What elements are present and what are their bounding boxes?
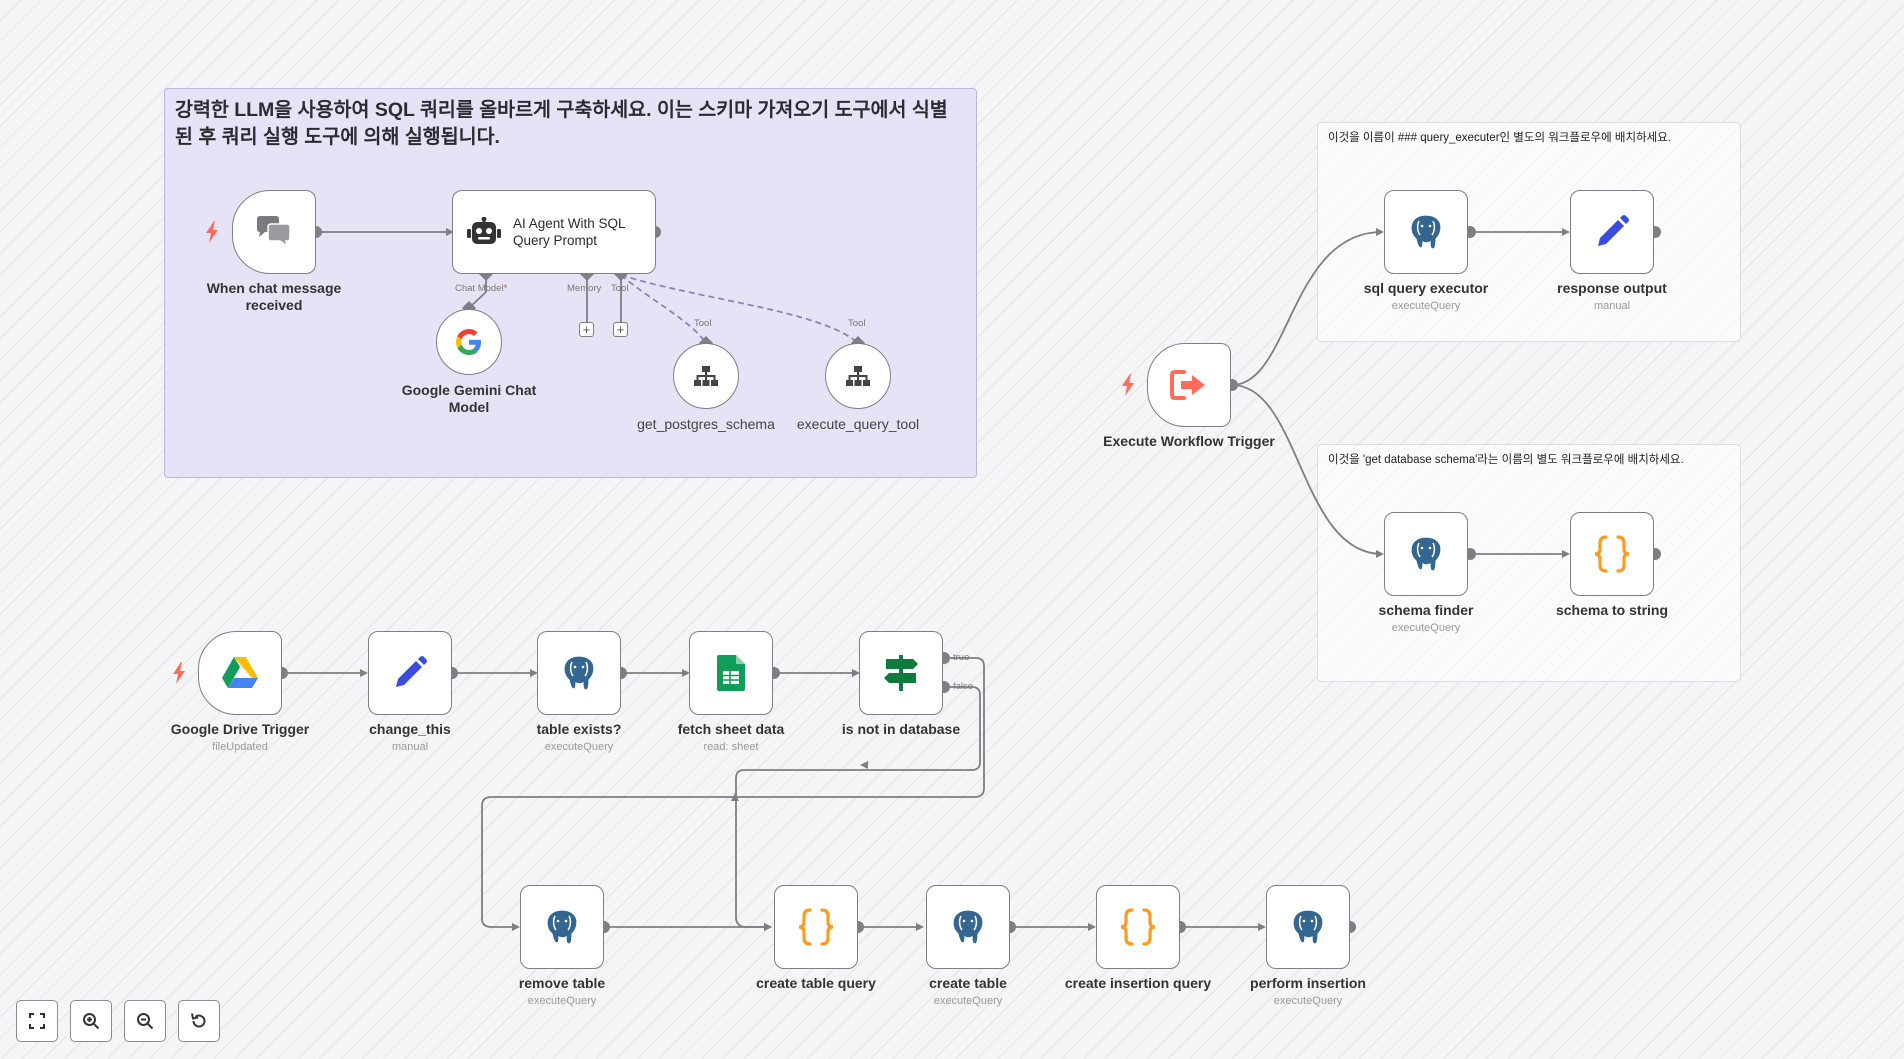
node-label: Google Gemini Chat Model <box>401 382 537 415</box>
node-subtitle: executeQuery <box>933 995 1003 1007</box>
node-fetch-sheet-data[interactable] <box>689 631 773 715</box>
node-create-table[interactable] <box>926 885 1010 969</box>
fit-view-icon <box>29 1013 45 1029</box>
zoom-out-icon <box>137 1013 154 1030</box>
postgres-elephant-icon <box>1292 909 1324 945</box>
node-subtitle: fileUpdated <box>212 741 268 753</box>
node-table-exists[interactable] <box>537 631 621 715</box>
node-get-postgres-schema[interactable] <box>673 343 739 409</box>
node-subtitle: executeQuery <box>1391 300 1461 312</box>
pencil-icon <box>396 656 427 687</box>
port-label-true: true <box>953 652 970 663</box>
node-subtitle: executeQuery <box>527 995 597 1007</box>
node-remove-table[interactable] <box>520 885 604 969</box>
code-braces-icon <box>798 908 834 946</box>
zoom-in-button[interactable] <box>70 1000 112 1042</box>
node-label: AI Agent With SQL Query Prompt <box>513 216 626 248</box>
postgres-elephant-icon <box>952 909 984 945</box>
port-label-tool-a: Tool <box>694 318 712 329</box>
node-subtitle: manual <box>391 741 429 753</box>
chat-bubbles-icon <box>257 216 291 248</box>
node-subtitle: manual <box>1593 300 1631 312</box>
node-label: schema finder <box>1378 602 1474 618</box>
google-sheets-icon <box>717 655 745 691</box>
node-execute-workflow-trigger[interactable] <box>1147 343 1231 427</box>
node-label: create table query <box>756 975 876 991</box>
node-label: Google Drive Trigger <box>170 721 310 737</box>
zoom-out-button[interactable] <box>124 1000 166 1042</box>
node-is-not-in-database[interactable] <box>859 631 943 715</box>
port-label-chat-model: Chat Model* <box>455 283 508 294</box>
node-ai-agent[interactable]: AI Agent With SQL Query Prompt <box>452 190 656 274</box>
signpost-icon <box>884 655 918 691</box>
postgres-elephant-icon <box>1410 214 1442 250</box>
zoom-in-icon <box>83 1013 100 1030</box>
pencil-icon <box>1598 215 1629 246</box>
port-label-false: false <box>953 681 974 692</box>
node-label: create insertion query <box>1064 975 1212 991</box>
node-perform-insertion[interactable] <box>1266 885 1350 969</box>
sticky-note-text: 강력한 LLM을 사용하여 SQL 쿼리를 올바르게 구축하세요. 이는 스키마… <box>175 99 948 148</box>
code-braces-icon <box>1120 908 1156 946</box>
node-schema-to-string[interactable] <box>1570 512 1654 596</box>
node-label: execute_query_tool <box>796 416 920 432</box>
node-create-insertion-query[interactable] <box>1096 885 1180 969</box>
reset-zoom-button[interactable] <box>178 1000 220 1042</box>
node-label: schema to string <box>1555 602 1669 618</box>
node-label: Execute Workflow Trigger <box>1103 433 1275 449</box>
sitemap-icon <box>694 366 718 386</box>
google-drive-icon <box>222 657 258 688</box>
node-label: sql query executor <box>1363 280 1489 296</box>
postgres-elephant-icon <box>563 655 595 691</box>
add-memory-button[interactable]: + <box>579 322 594 337</box>
trigger-bolt-icon <box>1122 374 1134 396</box>
node-label: remove table <box>518 975 606 991</box>
trigger-bolt-icon <box>206 221 218 243</box>
node-label: create table <box>929 975 1007 991</box>
node-label: change_this <box>369 721 451 737</box>
node-label: response output <box>1557 280 1667 296</box>
postgres-elephant-icon <box>1410 536 1442 572</box>
node-label: is not in database <box>841 721 961 737</box>
reset-zoom-icon <box>191 1013 206 1028</box>
node-subtitle: executeQuery <box>1391 622 1461 634</box>
node-execute-query-tool[interactable] <box>825 343 891 409</box>
node-label: fetch sheet data <box>677 721 785 737</box>
node-label: When chat message received <box>206 280 342 313</box>
node-sql-query-executor[interactable] <box>1384 190 1468 274</box>
node-create-table-query[interactable] <box>774 885 858 969</box>
code-braces-icon <box>1594 535 1630 573</box>
port-label-tool: Tool <box>611 283 629 294</box>
sitemap-icon <box>846 366 870 386</box>
node-subtitle: executeQuery <box>544 741 614 753</box>
port-label-tool-b: Tool <box>848 318 866 329</box>
sticky-note-text: 이것을 'get database schema'라는 이름의 별도 워크플로우… <box>1328 454 1684 466</box>
port-label-memory: Memory <box>567 283 602 294</box>
node-chat-trigger[interactable] <box>232 190 316 274</box>
node-subtitle: executeQuery <box>1273 995 1343 1007</box>
node-google-drive-trigger[interactable] <box>198 631 282 715</box>
node-label: get_postgres_schema <box>637 416 775 432</box>
add-tool-button[interactable]: + <box>613 322 628 337</box>
node-label: table exists? <box>536 721 622 737</box>
robot-icon <box>467 217 501 244</box>
node-subtitle: read: sheet <box>703 741 759 753</box>
node-label: perform insertion <box>1250 975 1366 991</box>
node-response-output[interactable] <box>1570 190 1654 274</box>
node-gemini-chat-model[interactable] <box>436 309 502 375</box>
node-change-this[interactable] <box>368 631 452 715</box>
google-g-icon <box>456 329 481 355</box>
postgres-elephant-icon <box>546 909 578 945</box>
trigger-bolt-icon <box>173 662 185 684</box>
sticky-note-text: 이것을 이름이 ### query_executer인 별도의 워크플로우에 배… <box>1328 132 1672 144</box>
sticky-note-schema[interactable]: 이것을 'get database schema'라는 이름의 별도 워크플로우… <box>1317 444 1741 682</box>
sign-out-icon <box>1170 370 1205 400</box>
node-schema-finder[interactable] <box>1384 512 1468 596</box>
fit-view-button[interactable] <box>16 1000 58 1042</box>
